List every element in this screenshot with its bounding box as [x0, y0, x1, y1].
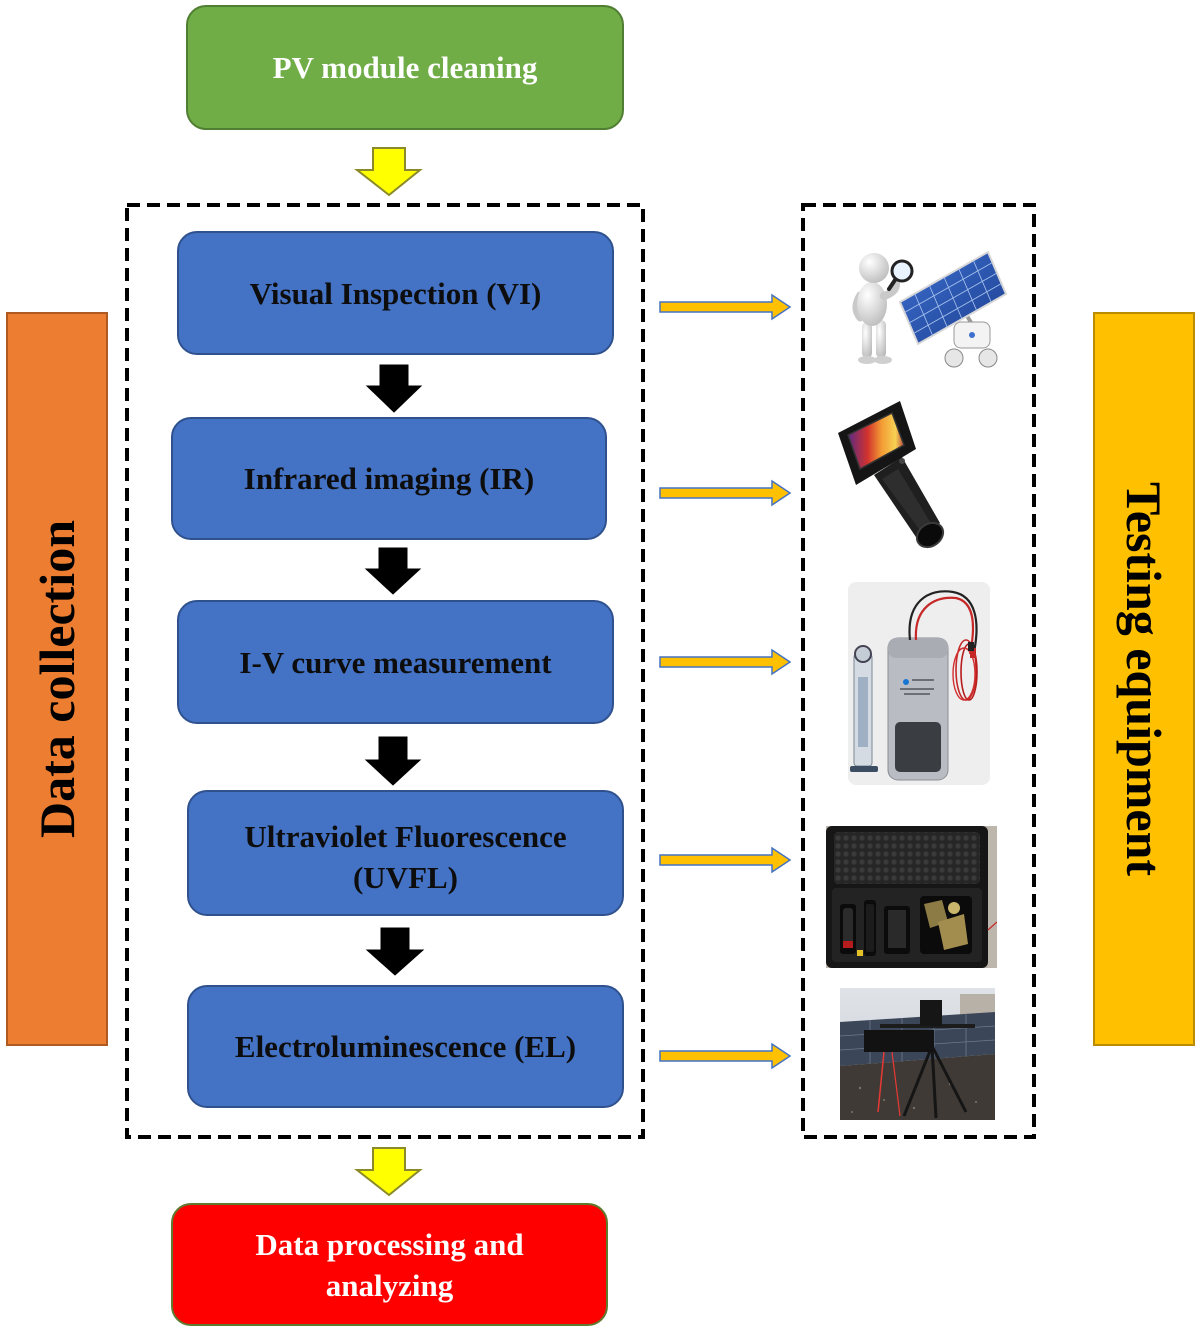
step-label-line-2: (UVFL) [352, 860, 459, 895]
testing-equipment-label: Testing equipment [1116, 481, 1172, 877]
data-collection-bar: Data collection [6, 312, 108, 1046]
yellow-down-arrow-top [354, 147, 423, 197]
iv-curve-tracer-graphic [848, 582, 990, 785]
test-cables [908, 590, 978, 701]
thermal-camera-graphic [836, 395, 946, 557]
testing-equipment-dashed-frame [801, 203, 1036, 1139]
data-processing-label-line-2: analyzing [325, 1267, 454, 1303]
kit-accessories [920, 896, 972, 954]
black-down-arrow-2 [364, 547, 422, 595]
black-down-arrow-3 [364, 736, 422, 786]
data-processing-label-line-1: Data processing and [255, 1226, 524, 1262]
thermal-screen [847, 411, 905, 471]
right-arrow-iv [659, 648, 792, 676]
testing-equipment-bar: Testing equipment [1093, 312, 1195, 1046]
solar-panel [898, 250, 1008, 346]
magnifying-glass-icon [887, 259, 914, 291]
step-iv-curve-measurement: I-V curve measurement [177, 600, 614, 724]
visual-inspection-graphic [836, 240, 1008, 372]
pv-module-cleaning-box: PV module cleaning [186, 5, 624, 130]
iv-curve-tracer-photo [848, 582, 990, 785]
step-label: Infrared imaging (IR) [243, 461, 535, 496]
uv-flashlights [840, 900, 910, 956]
right-arrow-uvfl [659, 846, 792, 874]
data-collection-label: Data collection [29, 520, 85, 838]
visual-inspection-illustration [836, 240, 1008, 372]
irradiance-sensor [850, 645, 878, 772]
thermal-camera-photo [836, 395, 946, 557]
data-collection-dashed-frame [125, 203, 645, 1139]
step-infrared-imaging: Infrared imaging (IR) [171, 417, 607, 540]
step-label: I-V curve measurement [239, 644, 552, 680]
black-down-arrow-4 [365, 927, 425, 976]
right-arrow-ir [659, 479, 792, 507]
right-arrow-vi [659, 293, 792, 321]
uv-fluorescence-kit-photo [826, 826, 997, 968]
step-ultraviolet-fluorescence: Ultraviolet Fluorescence (UVFL) [187, 790, 624, 916]
camera-head [838, 401, 916, 485]
el-camera-tripod [864, 1000, 975, 1119]
data-processing-box: Data processing and analyzing [171, 1203, 608, 1326]
camera-handle [874, 457, 945, 549]
el-setup-graphic [840, 988, 995, 1120]
step-label: Electroluminescence (EL) [234, 1029, 577, 1064]
pv-module-cleaning-label: PV module cleaning [272, 50, 538, 85]
step-visual-inspection: Visual Inspection (VI) [177, 231, 614, 355]
black-down-arrow-1 [365, 364, 423, 413]
red-wire [987, 921, 997, 931]
step-electroluminescence: Electroluminescence (EL) [187, 985, 624, 1108]
step-label: Visual Inspection (VI) [249, 275, 542, 311]
electroluminescence-setup-photo [840, 988, 995, 1120]
tester-bag [887, 637, 949, 781]
inspector-figure [852, 253, 900, 364]
step-label-line-1: Ultraviolet Fluorescence [244, 819, 567, 854]
yellow-down-arrow-bottom [354, 1147, 423, 1197]
right-arrow-el [659, 1042, 792, 1070]
uv-kit-graphic [826, 826, 997, 968]
